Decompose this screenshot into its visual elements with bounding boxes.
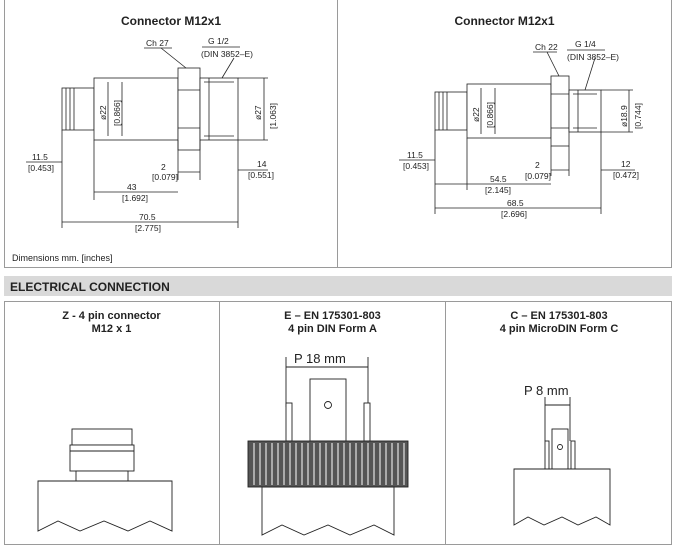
right-dim-1: 11.5 bbox=[407, 150, 423, 160]
left-dim-4-in: [1.692] bbox=[122, 193, 148, 203]
left-dim-1-in: [0.453] bbox=[28, 163, 54, 173]
knurl-pattern bbox=[253, 443, 405, 485]
left-dimension-drawing: Ch 27 G 1/2 (DIN 3852–E) ø22 [0.866] ø27… bbox=[26, 36, 278, 233]
left-dim-5-in: [2.775] bbox=[135, 223, 161, 233]
right-body-dia: ø22 bbox=[471, 107, 481, 122]
panel-e-pitch: P 18 mm bbox=[294, 351, 346, 366]
right-thread-label: G 1/4 bbox=[575, 39, 596, 49]
right-dim-2-in: [0.079] bbox=[525, 171, 551, 181]
dimension-panel-right bbox=[337, 0, 672, 268]
left-thread-std: (DIN 3852–E) bbox=[201, 49, 253, 59]
panel-e-title: E – EN 175301-803 4 pin DIN Form A bbox=[220, 310, 445, 336]
right-port-dia: ø18.9 bbox=[619, 105, 629, 127]
left-dim-2-in: [0.079] bbox=[152, 172, 178, 182]
right-dim-5-in: [2.696] bbox=[501, 209, 527, 219]
right-port-dia-in: [0.744] bbox=[633, 103, 643, 129]
connector-panels bbox=[4, 301, 672, 545]
microdin-form-c-drawing: P 8 mm bbox=[513, 383, 611, 526]
right-drawing-title: Connector M12x1 bbox=[454, 14, 555, 28]
right-dim-3: 12 bbox=[621, 159, 631, 169]
left-thread-label: G 1/2 bbox=[208, 36, 229, 46]
right-thread-std: (DIN 3852–E) bbox=[567, 52, 619, 62]
panel-c-title: C – EN 175301-803 4 pin MicroDIN Form C bbox=[446, 310, 672, 336]
right-dim-5: 68.5 bbox=[507, 198, 524, 208]
panel-c-line2: 4 pin MicroDIN Form C bbox=[499, 323, 619, 335]
section-title: ELECTRICAL CONNECTION bbox=[10, 280, 170, 294]
right-dim-1-in: [0.453] bbox=[403, 161, 429, 171]
left-drawing-title: Connector M12x1 bbox=[120, 14, 222, 28]
left-dim-5: 70.5 bbox=[139, 212, 156, 222]
left-dim-2: 2 bbox=[161, 162, 166, 172]
right-dimension-drawing: Ch 22 G 1/4 (DIN 3852–E) ø22 [0.866] ø18… bbox=[399, 39, 643, 219]
right-dim-2: 2 bbox=[535, 160, 540, 170]
panel-c-line1: C – EN 175301-803 bbox=[510, 310, 608, 322]
right-dim-4-in: [2.145] bbox=[485, 185, 511, 195]
dimensions-caption: Dimensions mm. [inches] bbox=[12, 253, 113, 263]
right-dim-3-in: [0.472] bbox=[613, 170, 639, 180]
left-dim-3-in: [0.551] bbox=[248, 170, 274, 180]
panel-divider-2 bbox=[445, 301, 446, 545]
panel-e-line2: 4 pin DIN Form A bbox=[288, 323, 377, 335]
right-hex-label: Ch 22 bbox=[535, 42, 558, 52]
panel-z-line2: M12 x 1 bbox=[91, 323, 132, 335]
left-port-dia: ø27 bbox=[253, 105, 263, 120]
left-body-dia: ø22 bbox=[98, 105, 108, 120]
panel-z-title: Z - 4 pin connector M12 x 1 bbox=[4, 310, 219, 336]
left-dim-3: 14 bbox=[257, 159, 267, 169]
left-body-dia-in: [0.866] bbox=[112, 100, 122, 126]
m12-connector-drawing bbox=[37, 428, 173, 532]
left-port-dia-in: [1.063] bbox=[268, 103, 278, 129]
section-header: ELECTRICAL CONNECTION bbox=[4, 276, 672, 296]
panel-divider-1 bbox=[219, 301, 220, 545]
left-dim-1: 11.5 bbox=[32, 152, 48, 162]
panel-e-line1: E – EN 175301-803 bbox=[284, 310, 381, 322]
panel-z-line1: Z - 4 pin connector bbox=[62, 310, 161, 322]
left-hex-label: Ch 27 bbox=[146, 38, 169, 48]
right-body-dia-in: [0.866] bbox=[485, 102, 495, 128]
din-form-a-drawing: P 18 mm bbox=[247, 351, 409, 536]
left-dim-4: 43 bbox=[127, 182, 137, 192]
panel-c-pitch: P 8 mm bbox=[524, 383, 569, 398]
right-dim-4: 54.5 bbox=[490, 174, 507, 184]
